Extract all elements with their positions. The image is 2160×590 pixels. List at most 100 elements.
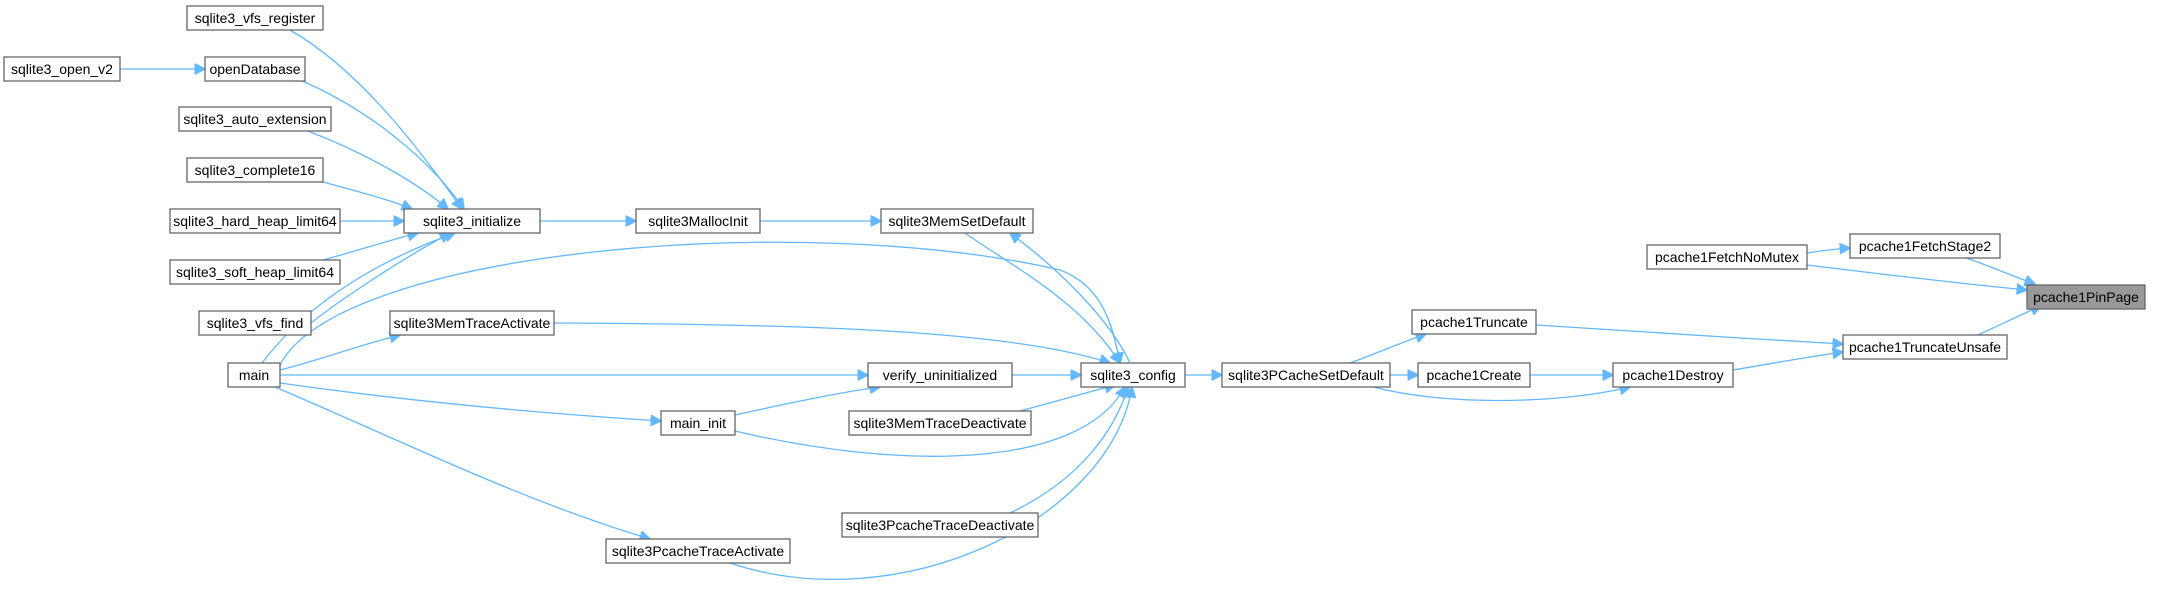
node-sqlite3MemSetDefault[interactable]: sqlite3MemSetDefault — [880, 208, 1034, 234]
node-label: sqlite3_hard_heap_limit64 — [173, 213, 337, 229]
node-box — [1646, 244, 1808, 270]
edge-sqlite3_auto_extension-to-sqlite3_initialize — [307, 130, 448, 209]
node-box — [1411, 309, 1537, 335]
node-box — [1612, 362, 1734, 388]
node-box — [186, 5, 324, 31]
node-openDatabase[interactable]: openDatabase — [204, 56, 306, 82]
node-box — [605, 538, 791, 564]
node-box — [1849, 233, 2001, 259]
edge-openDatabase-to-sqlite3_initialize — [299, 79, 464, 209]
node-box — [660, 410, 736, 436]
edge-pcache1Truncate-to-pcache1TruncateUnsafe — [1535, 324, 1843, 344]
node-label: sqlite3PcacheTraceActivate — [612, 543, 784, 559]
node-box — [186, 157, 324, 183]
edge-main-to-sqlite3_config — [279, 241, 1120, 366]
edge-main-to-sqlite3_initialize — [261, 233, 455, 364]
edge-sqlite3MemSetDefault-to-sqlite3_config — [964, 232, 1120, 363]
node-label: pcache1Destroy — [1622, 367, 1723, 383]
edge-sqlite3MemTraceDeactivate-to-sqlite3_config — [1019, 385, 1115, 412]
node-pcache1FetchStage2[interactable]: pcache1FetchStage2 — [1849, 233, 2001, 259]
node-pcache1FetchNoMutex[interactable]: pcache1FetchNoMutex — [1646, 244, 1808, 270]
node-label: verify_uninitialized — [883, 367, 997, 383]
edges-layer — [120, 29, 2041, 580]
node-pcache1TruncateUnsafe[interactable]: pcache1TruncateUnsafe — [1842, 334, 2008, 360]
edge-sqlite3PcacheTraceActivate-to-sqlite3_config — [729, 387, 1132, 580]
node-label: sqlite3MemTraceDeactivate — [854, 415, 1027, 431]
node-box — [1221, 362, 1391, 388]
node-label: sqlite3_complete16 — [195, 162, 316, 178]
edge-pcache1TruncateUnsafe-to-pcache1PinPage — [1977, 306, 2041, 336]
node-label: sqlite3MemSetDefault — [889, 213, 1026, 229]
node-label: sqlite3_vfs_register — [195, 10, 316, 26]
node-main[interactable]: main — [227, 362, 281, 388]
node-box — [635, 208, 761, 234]
node-sqlite3_hard_heap_limit64[interactable]: sqlite3_hard_heap_limit64 — [169, 208, 341, 234]
node-label: sqlite3_open_v2 — [11, 61, 113, 77]
node-box — [1417, 362, 1531, 388]
node-box — [204, 56, 306, 82]
edge-sqlite3MemTraceActivate-to-sqlite3_config — [553, 322, 1110, 363]
node-label: pcache1Create — [1427, 367, 1522, 383]
edge-main_init-to-verify_uninitialized — [734, 387, 880, 416]
node-label: sqlite3_initialize — [423, 213, 521, 229]
node-box — [3, 56, 121, 82]
node-box — [880, 208, 1034, 234]
edge-pcache1FetchNoMutex-to-pcache1FetchStage2 — [1806, 248, 1850, 253]
edge-main-to-main_init — [279, 382, 661, 421]
edge-sqlite3_config-to-sqlite3MemSetDefault — [1010, 233, 1131, 364]
node-sqlite3_auto_extension[interactable]: sqlite3_auto_extension — [178, 106, 332, 132]
node-box — [389, 310, 555, 336]
node-sqlite3PCacheSetDefault[interactable]: sqlite3PCacheSetDefault — [1221, 362, 1391, 388]
node-box — [227, 362, 281, 388]
node-box — [198, 310, 312, 336]
node-pcache1PinPage[interactable]: pcache1PinPage — [2026, 284, 2146, 310]
node-pcache1Create[interactable]: pcache1Create — [1417, 362, 1531, 388]
edge-pcache1Destroy-to-pcache1TruncateUnsafe — [1732, 352, 1843, 371]
node-box — [1080, 362, 1186, 388]
node-label: sqlite3_soft_heap_limit64 — [176, 264, 334, 280]
node-sqlite3_config[interactable]: sqlite3_config — [1080, 362, 1186, 388]
node-label: pcache1TruncateUnsafe — [1849, 339, 2001, 355]
edge-sqlite3_vfs_find-to-sqlite3_initialize — [310, 233, 450, 324]
node-sqlite3MemTraceActivate[interactable]: sqlite3MemTraceActivate — [389, 310, 555, 336]
node-box — [169, 208, 341, 234]
node-label: sqlite3_auto_extension — [183, 111, 326, 127]
edge-main-to-sqlite3MemTraceActivate — [279, 335, 400, 371]
node-verify_uninitialized[interactable]: verify_uninitialized — [867, 362, 1013, 388]
edge-sqlite3_complete16-to-sqlite3_initialize — [322, 181, 412, 209]
node-sqlite3_vfs_find[interactable]: sqlite3_vfs_find — [198, 310, 312, 336]
edge-sqlite3PCacheSetDefault-to-pcache1Destroy — [1373, 387, 1630, 402]
node-label: main — [239, 367, 269, 383]
node-main_init[interactable]: main_init — [660, 410, 736, 436]
node-label: sqlite3PCacheSetDefault — [1228, 367, 1384, 383]
edge-main-to-sqlite3PcacheTraceActivate — [274, 386, 650, 539]
node-box — [403, 208, 541, 234]
node-sqlite3PcacheTraceDeactivate[interactable]: sqlite3PcacheTraceDeactivate — [841, 512, 1039, 538]
node-label: sqlite3PcacheTraceDeactivate — [846, 517, 1035, 533]
node-box — [2026, 284, 2146, 310]
node-box — [169, 259, 341, 285]
node-sqlite3_vfs_register[interactable]: sqlite3_vfs_register — [186, 5, 324, 31]
edge-sqlite3_soft_heap_limit64-to-sqlite3_initialize — [322, 233, 418, 261]
node-label: pcache1FetchStage2 — [1859, 238, 1992, 254]
node-box — [867, 362, 1013, 388]
node-sqlite3_open_v2[interactable]: sqlite3_open_v2 — [3, 56, 121, 82]
node-sqlite3MallocInit[interactable]: sqlite3MallocInit — [635, 208, 761, 234]
node-sqlite3_complete16[interactable]: sqlite3_complete16 — [186, 157, 324, 183]
node-label: sqlite3_vfs_find — [207, 315, 304, 331]
node-label: sqlite3_config — [1090, 367, 1176, 383]
node-sqlite3PcacheTraceActivate[interactable]: sqlite3PcacheTraceActivate — [605, 538, 791, 564]
node-label: main_init — [670, 415, 726, 431]
node-sqlite3_soft_heap_limit64[interactable]: sqlite3_soft_heap_limit64 — [169, 259, 341, 285]
node-label: pcache1FetchNoMutex — [1655, 249, 1799, 265]
edge-sqlite3PCacheSetDefault-to-pcache1Truncate — [1349, 334, 1426, 364]
edge-main_init-to-sqlite3_config — [734, 387, 1125, 457]
node-sqlite3MemTraceDeactivate[interactable]: sqlite3MemTraceDeactivate — [848, 410, 1032, 436]
node-pcache1Truncate[interactable]: pcache1Truncate — [1411, 309, 1537, 335]
node-box — [848, 410, 1032, 436]
node-pcache1Destroy[interactable]: pcache1Destroy — [1612, 362, 1734, 388]
node-label: sqlite3MallocInit — [648, 213, 748, 229]
node-sqlite3_initialize[interactable]: sqlite3_initialize — [403, 208, 541, 234]
node-label: pcache1PinPage — [2033, 289, 2139, 305]
node-box — [178, 106, 332, 132]
